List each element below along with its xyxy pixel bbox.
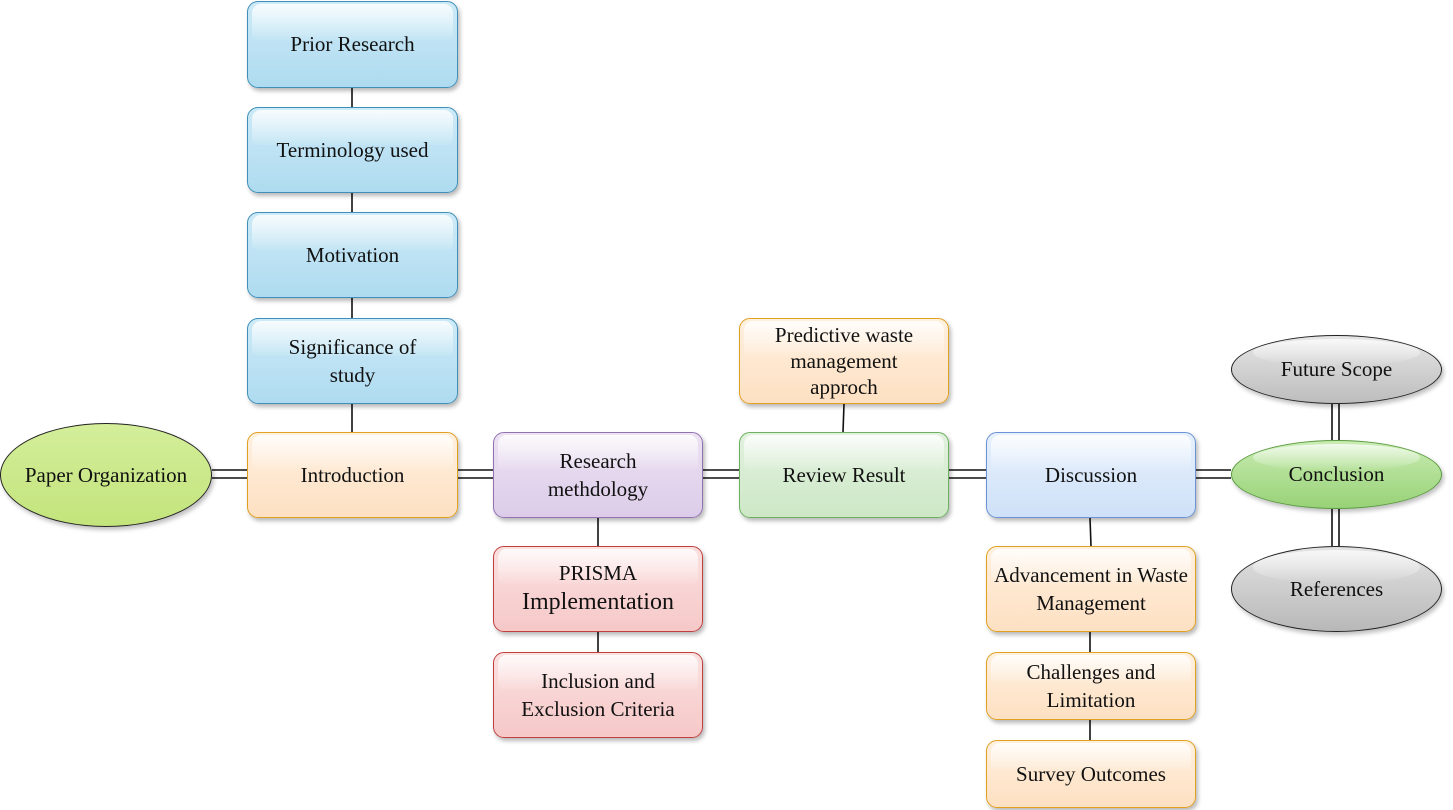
node-introduction-label: Introduction: [300, 462, 405, 487]
node-significance-of-study-label: Significance of study: [288, 334, 417, 387]
node-predictive-waste-label: Predictive waste management approch: [774, 322, 914, 400]
node-future-scope: Future Scope: [1231, 335, 1442, 404]
node-paper-organization-label: Paper Organization: [24, 462, 188, 487]
node-advancement: Advancement in Waste Management: [986, 546, 1196, 632]
node-inclusion-exclusion-label: Inclusion and Exclusion Criteria: [521, 668, 675, 721]
node-prisma-label: PRISMA: [558, 560, 638, 585]
node-predictive-waste: Predictive waste management approch: [739, 318, 949, 404]
node-discussion: Discussion: [986, 432, 1196, 518]
node-significance-of-study: Significance of study: [247, 318, 458, 404]
node-references-label: References: [1289, 576, 1384, 601]
node-challenges: Challenges and Limitation: [986, 652, 1196, 720]
node-challenges-label: Challenges and Limitation: [1026, 659, 1156, 712]
node-prisma-implementation: PRISMA Implementation: [493, 546, 703, 632]
node-advancement-label: Advancement in Waste Management: [994, 562, 1188, 615]
node-review-result: Review Result: [739, 432, 949, 518]
link-discussion-chain-1: [1089, 517, 1092, 547]
node-future-scope-label: Future Scope: [1280, 357, 1393, 381]
link-review-predictive: [842, 403, 845, 433]
node-conclusion: Conclusion: [1231, 440, 1442, 509]
node-research-methodology: Research methdology: [493, 432, 703, 518]
node-discussion-label: Discussion: [1044, 462, 1138, 487]
node-motivation-label: Motivation: [305, 242, 400, 267]
node-paper-organization: Paper Organization: [0, 423, 212, 527]
node-motivation: Motivation: [247, 212, 458, 298]
node-prior-research: Prior Research: [247, 1, 458, 88]
node-survey-outcomes-label: Survey Outcomes: [1016, 761, 1166, 786]
node-prior-research-label: Prior Research: [290, 32, 415, 57]
node-terminology-used: Terminology used: [247, 107, 458, 193]
node-terminology-used-label: Terminology used: [276, 137, 429, 162]
node-survey-outcomes: Survey Outcomes: [986, 740, 1196, 808]
node-conclusion-label: Conclusion: [1288, 462, 1385, 486]
node-research-methodology-label: Research methdology: [547, 448, 649, 501]
node-implementation-label: Implementation: [522, 589, 674, 616]
node-references: References: [1231, 546, 1442, 632]
node-introduction: Introduction: [247, 432, 458, 518]
node-inclusion-exclusion: Inclusion and Exclusion Criteria: [493, 652, 703, 738]
node-review-result-label: Review Result: [782, 462, 906, 487]
